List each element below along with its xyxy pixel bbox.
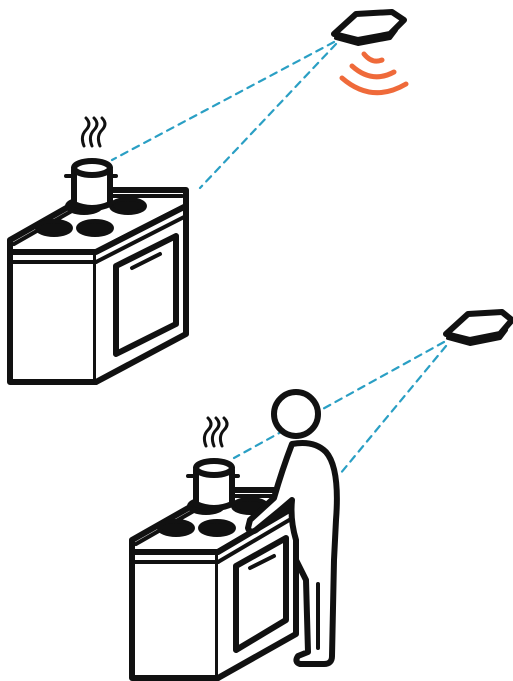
sight-line xyxy=(340,346,446,474)
scene-attended xyxy=(132,312,512,678)
cooking-pot-icon xyxy=(66,161,116,208)
sensor-sight-lines xyxy=(234,342,446,474)
sight-line xyxy=(234,342,444,458)
alert-signal-icon xyxy=(342,54,406,93)
ceiling-sensor-icon xyxy=(446,312,512,344)
steam-icon xyxy=(204,418,227,446)
steam-icon xyxy=(82,118,105,146)
sensor-sight-lines xyxy=(112,42,336,188)
ceiling-sensor-icon xyxy=(334,12,404,44)
cooking-pot-icon xyxy=(188,461,238,508)
stove-icon xyxy=(10,190,186,382)
scene-unattended xyxy=(10,12,406,382)
sight-line xyxy=(200,44,336,188)
sight-line xyxy=(112,42,334,160)
